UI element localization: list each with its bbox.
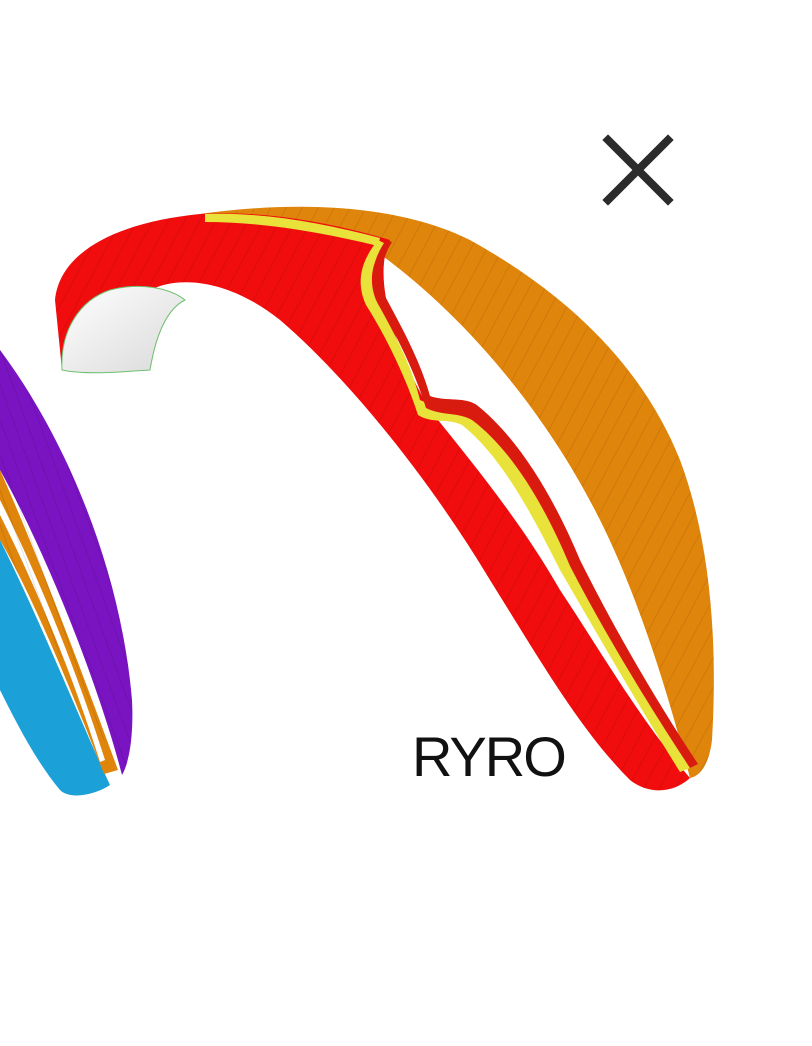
main-wing-underside: [61, 285, 186, 374]
main-wing-accent-top: [205, 213, 380, 246]
side-wing-underside: [0, 540, 110, 796]
main-wing-accent-stripe: [360, 240, 690, 772]
main-wing: [55, 206, 714, 791]
close-icon[interactable]: [598, 130, 678, 210]
side-wing: [0, 350, 133, 796]
product-model-name: RYRO: [412, 725, 567, 788]
